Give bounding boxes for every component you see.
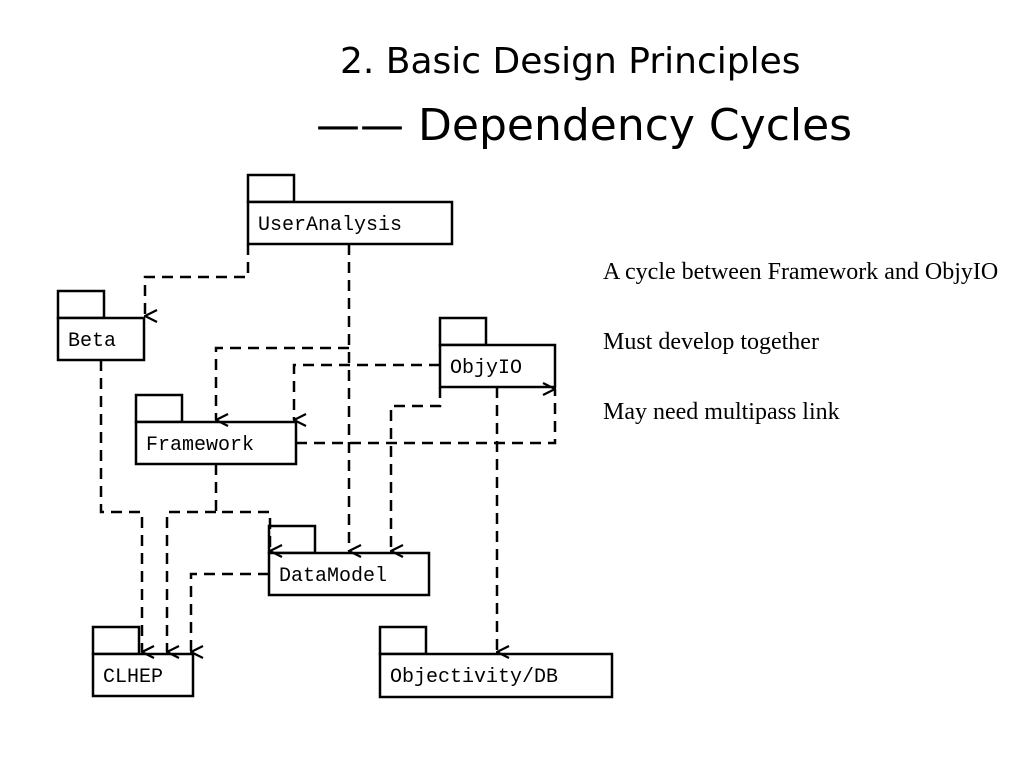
package-beta: Beta <box>56 289 146 362</box>
dependency-framework-datamodel <box>214 464 270 551</box>
dependency-useranalysis-beta <box>143 244 250 316</box>
package-framework: Framework <box>134 393 298 466</box>
dependency-datamodel-clhep <box>189 572 269 652</box>
dependency-framework-objyio <box>296 389 557 445</box>
package-useranalysis: UserAnalysis <box>246 173 454 246</box>
dependency-useranalysis-framework <box>214 346 349 420</box>
package-label: DataModel <box>279 565 387 588</box>
package-label: UserAnalysis <box>258 214 402 237</box>
package-label: Objectivity/DB <box>390 666 558 689</box>
package-datamodel: DataModel <box>267 524 431 597</box>
package-label: ObjyIO <box>450 357 522 380</box>
package-objyio: ObjyIO <box>438 316 557 389</box>
package-label: Framework <box>146 434 254 457</box>
note-multipass: May need multipass link <box>603 399 840 425</box>
dependency-beta-clhep <box>99 360 142 652</box>
slide-subtitle: —— Dependency Cycles <box>316 100 853 151</box>
package-clhep: CLHEP <box>91 625 195 698</box>
package-label: CLHEP <box>103 666 163 689</box>
note-cycle: A cycle between Framework and ObjyIO <box>603 259 999 285</box>
slide-title: 2. Basic Design Principles <box>340 41 801 82</box>
package-objectivity-db: Objectivity/DB <box>378 625 614 699</box>
dependency-objyio-framework <box>292 363 440 420</box>
package-label: Beta <box>68 330 116 353</box>
dependency-objyio-datamodel <box>389 387 442 551</box>
notes-panel: A cycle between Framework and ObjyIO Mus… <box>603 256 1003 428</box>
note-develop: Must develop together <box>603 329 819 355</box>
